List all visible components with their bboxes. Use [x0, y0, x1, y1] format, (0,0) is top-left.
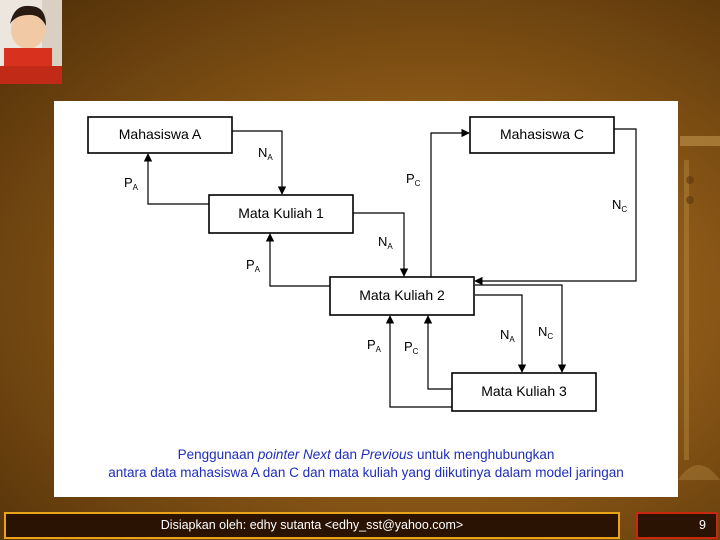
scale-decoration: [676, 120, 720, 500]
arrow-pa-mk2-to-mk1: [265, 233, 330, 287]
page-number: 9: [636, 512, 718, 539]
slide-content: Mahasiswa A Mahasiswa C Mata Kuliah 1 Ma…: [54, 101, 678, 497]
box-mahasiswa-c: [469, 116, 615, 154]
arrow-na-mk1-to-mk2: [353, 212, 409, 277]
box-mata-kuliah-2: [329, 276, 475, 316]
arrow-pc-mk3-to-mk2: [423, 315, 452, 390]
label-mahasiswa-c: Mahasiswa C: [500, 126, 584, 142]
ptr-label-pa-2: PA: [246, 257, 261, 274]
box-mata-kuliah-1: [208, 194, 354, 234]
box-mahasiswa-a: [87, 116, 233, 154]
ptr-label-pc-1: PC: [406, 171, 421, 188]
caption-line-1: Penggunaan pointer Next dan Previous unt…: [177, 447, 555, 462]
ptr-label-na-1: NA: [258, 145, 273, 162]
arrow-na-mk2-to-mk3: [475, 294, 527, 373]
arrow-nc-mk2-to-mk3: [475, 284, 567, 373]
arrow-pa-mk3-to-mk2: [385, 315, 452, 408]
arrow-pc-mk2-to-mhs-c: [430, 128, 470, 277]
ptr-label-nc-2: NC: [538, 324, 553, 341]
diagram-caption: Penggunaan pointer Next dan Previous unt…: [54, 446, 678, 482]
ptr-label-pc-2: PC: [404, 339, 419, 356]
label-mahasiswa-a: Mahasiswa A: [119, 126, 202, 142]
ptr-label-na-3: NA: [500, 327, 515, 344]
ptr-label-nc-1: NC: [612, 197, 627, 214]
arrow-nc-mhs-c-to-mk2: [474, 128, 637, 286]
label-mata-kuliah-2: Mata Kuliah 2: [359, 287, 445, 303]
footer-author: Disiapkan oleh: edhy sutanta <edhy_sst@y…: [4, 512, 620, 539]
network-model-diagram: Mahasiswa A Mahasiswa C Mata Kuliah 1 Ma…: [87, 116, 637, 412]
arrow-na-mhs-a-to-mk1: [232, 130, 287, 195]
ptr-label-pa-3: PA: [367, 337, 382, 354]
arrow-pa-mk1-to-mhs-a: [143, 153, 209, 205]
presenter-photo: [0, 0, 62, 84]
caption-line-2: antara data mahasiswa A dan C dan mata k…: [108, 465, 624, 480]
label-mata-kuliah-1: Mata Kuliah 1: [238, 205, 324, 221]
label-mata-kuliah-3: Mata Kuliah 3: [481, 383, 567, 399]
ptr-label-na-2: NA: [378, 234, 393, 251]
box-mata-kuliah-3: [451, 372, 597, 412]
ptr-label-pa-1: PA: [124, 175, 139, 192]
